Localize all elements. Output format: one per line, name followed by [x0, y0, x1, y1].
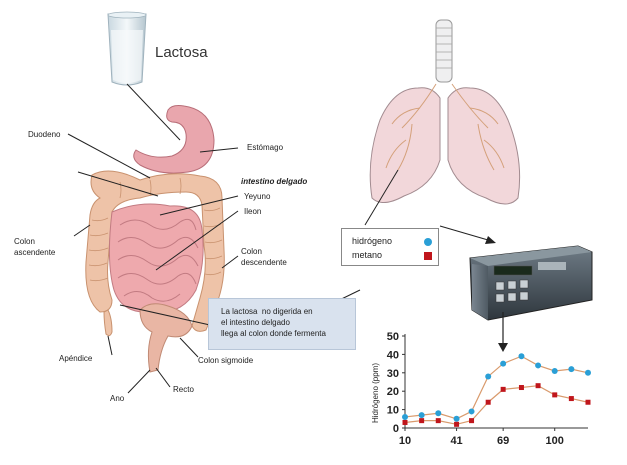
- chart-point-hydrogen: [518, 353, 524, 359]
- chart-x-tick-label: 41: [450, 435, 462, 447]
- breath-analyzer-icon: [470, 246, 592, 320]
- chart-y-axis-label: Hidrógeno (ppm): [371, 363, 380, 423]
- chart-point-methane: [586, 400, 591, 405]
- chart-x-tick-label: 100: [546, 435, 564, 447]
- legend-methane-marker: [424, 252, 432, 260]
- chart-x-tick-label: 10: [399, 435, 411, 447]
- lungs-icon: [370, 20, 519, 204]
- label-colon-asc-2: ascendente: [14, 248, 56, 257]
- chart-point-hydrogen: [500, 361, 506, 367]
- chart-point-methane: [501, 387, 506, 392]
- chart-point-hydrogen: [585, 370, 591, 376]
- label-colon-sigmoide: Colon sigmoide: [198, 356, 254, 365]
- chart-point-methane: [486, 400, 491, 405]
- note-line-2: el intestino delgado: [221, 317, 349, 328]
- label-apendice: Apéndice: [59, 354, 93, 363]
- chart-x-tick-label: 69: [497, 435, 509, 447]
- appendix-shape: [104, 310, 112, 336]
- chart-y-tick-label: 30: [387, 368, 399, 380]
- label-colon-desc-1: Colon: [241, 247, 262, 256]
- label-ileon: Ileon: [244, 207, 261, 216]
- chart-point-hydrogen: [485, 373, 491, 379]
- chart-y-tick-label: 50: [387, 331, 399, 343]
- label-intestino-delgado: intestino delgado: [241, 177, 307, 186]
- small-intestine-shape: [109, 204, 203, 313]
- legend-hydrogen-marker: [424, 238, 432, 246]
- chart-point-methane: [436, 418, 441, 423]
- chart-y-tick-label: 0: [393, 423, 399, 435]
- chart-point-hydrogen: [552, 368, 558, 374]
- milk-glass-icon: [108, 12, 146, 85]
- chart-point-hydrogen: [469, 408, 475, 414]
- chart-point-methane: [536, 383, 541, 388]
- chart-point-hydrogen: [535, 362, 541, 368]
- label-duodeno: Duodeno: [28, 130, 61, 139]
- label-colon-desc-2: descendente: [241, 258, 287, 267]
- lactose-note-box: La lactosa no digerida en el intestino d…: [208, 298, 356, 350]
- sigmoid-rectum-shape: [140, 304, 192, 372]
- chart-x-ticks: 10 41 69 100: [399, 428, 564, 447]
- label-colon-asc-1: Colon: [14, 237, 35, 246]
- chart-y-tick-label: 40: [387, 349, 399, 361]
- breath-test-chart: 01020304050 104169100 Hidrógeno (ppm): [371, 331, 591, 447]
- chart-point-methane: [469, 418, 474, 423]
- title-label: Lactosa: [155, 44, 208, 61]
- legend-hydrogen-label: hidrógeno: [352, 236, 392, 246]
- note-line-1: La lactosa no digerida en: [221, 306, 349, 317]
- chart-y-tick-label: 10: [387, 405, 399, 417]
- chart-point-methane: [552, 392, 557, 397]
- chart-point-hydrogen: [568, 366, 574, 372]
- chart-point-hydrogen: [402, 414, 408, 420]
- arrow-to-machine: [440, 226, 496, 244]
- chart-series-line-hydrogen: [405, 356, 588, 419]
- chart-point-hydrogen: [435, 410, 441, 416]
- gas-legend: hidrógeno metano: [341, 228, 439, 266]
- chart-point-methane: [454, 422, 459, 427]
- chart-y-tick-label: 20: [387, 386, 399, 398]
- chart-y-ticks: 0 10 20 30 40 50: [387, 331, 405, 435]
- label-ano: Ano: [110, 394, 125, 403]
- label-yeyuno: Yeyuno: [244, 192, 271, 201]
- chart-series-line-methane: [405, 386, 588, 425]
- chart-point-methane: [419, 418, 424, 423]
- note-line-3: llega al colon donde fermenta: [221, 328, 349, 339]
- label-recto: Recto: [173, 385, 194, 394]
- chart-point-methane: [519, 385, 524, 390]
- legend-methane-label: metano: [352, 250, 382, 260]
- label-estomago: Estómago: [247, 143, 284, 152]
- chart-point-methane: [569, 396, 574, 401]
- chart-point-hydrogen: [454, 416, 460, 422]
- chart-series: [402, 353, 591, 427]
- chart-point-hydrogen: [419, 412, 425, 418]
- stomach-shape: [134, 106, 214, 174]
- chart-point-methane: [403, 420, 408, 425]
